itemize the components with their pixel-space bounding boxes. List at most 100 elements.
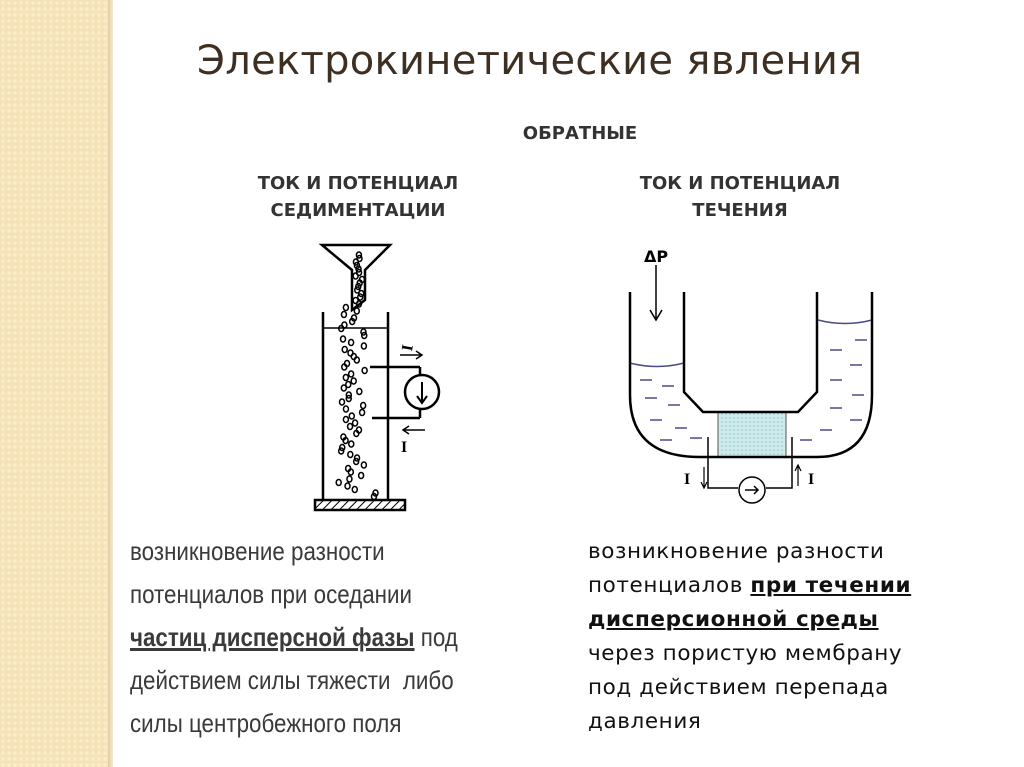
particle: [342, 303, 350, 312]
cylinder-base: [313, 498, 407, 512]
particle: [358, 289, 365, 298]
particle: [335, 478, 342, 487]
current-down-arrow-icon: [700, 467, 708, 490]
particle: [338, 324, 345, 333]
particle: [342, 415, 350, 424]
particle: [360, 342, 368, 350]
particle: [342, 405, 350, 413]
particle: [346, 422, 354, 431]
particle: [355, 265, 362, 273]
particle: [340, 310, 348, 319]
funnel: [318, 243, 394, 313]
text-line: давления: [588, 709, 702, 734]
left-heading-line2: СЕДИМЕНТАЦИИ: [270, 200, 446, 221]
particle: [341, 363, 348, 371]
text-line: под действием перепада: [588, 675, 889, 700]
current-label-left: I: [684, 471, 690, 488]
right-heading: ТОК И ПОТЕНЦИАЛ ТЕЧЕНИЯ: [590, 170, 890, 224]
porous-membrane: [717, 411, 787, 458]
text-line: возникновение разности: [130, 536, 385, 566]
particle: [337, 447, 345, 455]
particle: [352, 258, 360, 266]
particle: [360, 461, 368, 469]
streaming-description: возникновение разности потенциалов при т…: [588, 535, 911, 739]
particle: [360, 331, 368, 340]
emphasis-text: частиц дисперсной фазы: [130, 622, 415, 652]
particle: [348, 317, 356, 326]
liquid-level-right: [817, 319, 873, 325]
arrow-right-icon: [400, 350, 424, 360]
particle: [340, 384, 348, 392]
particle: [358, 408, 366, 417]
text-fragment: под: [414, 622, 458, 652]
text-line: действием силы тяжести либо: [130, 665, 454, 695]
particle: [353, 454, 361, 462]
particle: [345, 380, 352, 389]
particle: [352, 457, 360, 466]
particle: [355, 300, 363, 308]
slide-title: Электрокинетические явления: [197, 38, 863, 84]
particle: [359, 401, 367, 410]
particle: [350, 377, 357, 385]
sedimentation-description: возникновение разности потенциалов при о…: [130, 530, 458, 745]
text-line: потенциалов при течении: [588, 569, 911, 603]
right-heading-line1: ТОК И ПОТЕНЦИАЛ: [639, 173, 841, 194]
text-line: возникновение разности: [588, 539, 885, 564]
text-line: силы центробежного поля: [130, 708, 402, 738]
current-label-top: I: [399, 343, 417, 352]
particle: [355, 251, 363, 259]
meter-icon-2: [738, 476, 766, 504]
current-label-bottom: I: [401, 439, 407, 456]
particle: [354, 286, 361, 294]
current-label-right: I: [808, 471, 814, 488]
left-heading-line1: ТОК И ПОТЕНЦИАЛ: [257, 173, 459, 194]
text-line: через пористую мембрану: [588, 641, 903, 666]
circuit-wire: [707, 437, 793, 489]
particle: [342, 373, 350, 382]
particle: [361, 366, 368, 375]
arrow-left-icon: [401, 425, 425, 435]
sedimentation-diagram: [313, 243, 441, 512]
particle: [355, 282, 362, 291]
meter-icon: [403, 373, 441, 411]
streaming-diagram: [628, 265, 874, 504]
particle: [360, 328, 367, 336]
particle: [347, 338, 355, 347]
particle: [356, 387, 363, 396]
particle: [346, 475, 353, 483]
particle: [348, 440, 355, 448]
text-line: дисперсионной среды: [588, 603, 911, 637]
pressure-arrow-icon: [649, 265, 663, 322]
particle: [345, 394, 353, 403]
text-fragment: потенциалов: [588, 573, 751, 598]
particle: [339, 335, 347, 343]
particle: [347, 370, 355, 378]
right-heading-line2: ТЕЧЕНИЯ: [692, 200, 788, 221]
text-line: частиц дисперсной фазы под: [130, 616, 458, 659]
decorative-side-strip: [0, 0, 108, 767]
particle: [341, 345, 348, 354]
particle: [345, 391, 353, 399]
strip-edge: [108, 0, 113, 767]
emphasis-text: дисперсионной среды: [588, 607, 879, 632]
particle: [348, 412, 356, 420]
particle: [351, 485, 359, 494]
particle: [353, 307, 361, 315]
current-up-arrow-icon: [794, 463, 802, 486]
section-heading: ОБРАТНЫЕ: [522, 123, 638, 144]
particle: [347, 450, 354, 459]
particle: [338, 398, 346, 406]
left-heading: ТОК И ПОТЕНЦИАЛ СЕДИМЕНТАЦИИ: [208, 170, 508, 224]
liquid-level-left: [629, 362, 685, 368]
particle: [357, 471, 365, 480]
particle: [344, 482, 351, 490]
particle: [357, 293, 364, 301]
u-tube-inner: [682, 292, 819, 414]
particle: [353, 429, 360, 438]
emphasis-text: при течении: [750, 573, 912, 598]
pressure-label: ΔP: [644, 247, 668, 266]
particle: [370, 492, 378, 501]
particle: [347, 468, 355, 476]
particle: [342, 436, 349, 445]
